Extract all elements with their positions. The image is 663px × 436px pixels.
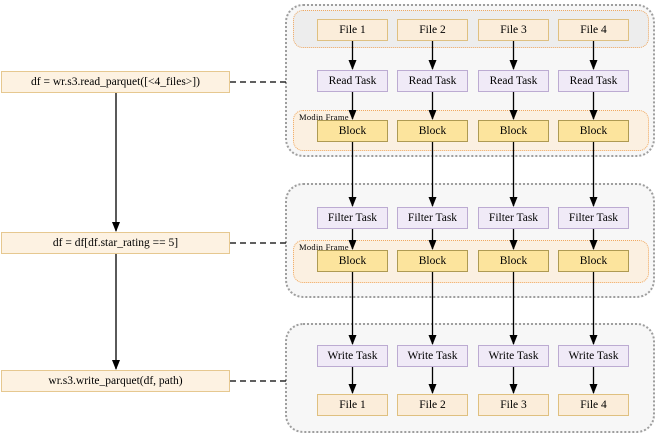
filter-task-box: Filter Task [478,207,549,229]
modin-frame-label: Modin Frame [299,242,349,252]
file-box: File 4 [558,19,629,41]
write-task-box: Write Task [478,345,549,367]
code-box-read-parquet: df = wr.s3.read_parquet([<4_files>]) [1,71,230,93]
block-box: Block [478,250,549,272]
block-box: Block [317,250,388,272]
modin-frame-label: Modin Frame [299,112,349,122]
block-box: Block [317,120,388,142]
file-box: File 1 [317,19,388,41]
write-task-box: Write Task [558,345,629,367]
code-box-write-parquet: wr.s3.write_parquet(df, path) [1,370,230,392]
read-task-box: Read Task [558,70,629,92]
block-box: Block [478,120,549,142]
filter-task-box: Filter Task [317,207,388,229]
code-box-filter-rows: df = df[df.star_rating == 5] [1,232,230,254]
write-task-box: Write Task [397,345,468,367]
block-box: Block [558,120,629,142]
file-box: File 2 [397,19,468,41]
file-box: File 3 [478,394,549,416]
filter-task-box: Filter Task [397,207,468,229]
block-box: Block [397,120,468,142]
read-task-box: Read Task [397,70,468,92]
stage-container-write [285,323,655,433]
file-box: File 2 [397,394,468,416]
read-task-box: Read Task [478,70,549,92]
filter-task-box: Filter Task [558,207,629,229]
write-task-box: Write Task [317,345,388,367]
block-box: Block [397,250,468,272]
read-task-box: Read Task [317,70,388,92]
file-box: File 1 [317,394,388,416]
file-box: File 4 [558,394,629,416]
file-box: File 3 [478,19,549,41]
block-box: Block [558,250,629,272]
